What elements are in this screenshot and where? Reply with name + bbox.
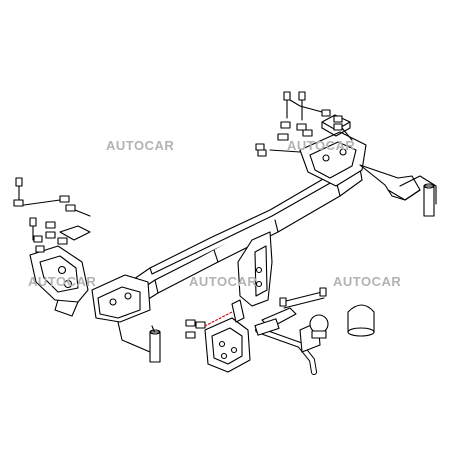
center-drop-plate bbox=[237, 231, 273, 307]
watermark-text: AUTOCAR bbox=[189, 274, 258, 289]
socket-plate bbox=[204, 299, 251, 373]
watermark-text: AUTOCAR bbox=[28, 274, 97, 289]
ball-cover-cap bbox=[347, 304, 375, 337]
watermark-text: AUTOCAR bbox=[287, 138, 356, 153]
watermark-text: AUTOCAR bbox=[333, 274, 402, 289]
right-mounting-bracket bbox=[299, 114, 437, 217]
tow-ball-neck bbox=[254, 307, 321, 375]
left-side-plate bbox=[29, 225, 91, 317]
tow-bar-crossbeam bbox=[117, 159, 363, 313]
bolt-set-left bbox=[13, 177, 91, 253]
bolt-set-top-right bbox=[255, 91, 353, 157]
left-mounting-bracket bbox=[91, 274, 161, 363]
long-bolts bbox=[279, 287, 327, 309]
tow-ball bbox=[309, 314, 329, 339]
bolt-set-center bbox=[185, 311, 233, 339]
watermark-text: AUTOCAR bbox=[106, 138, 175, 153]
